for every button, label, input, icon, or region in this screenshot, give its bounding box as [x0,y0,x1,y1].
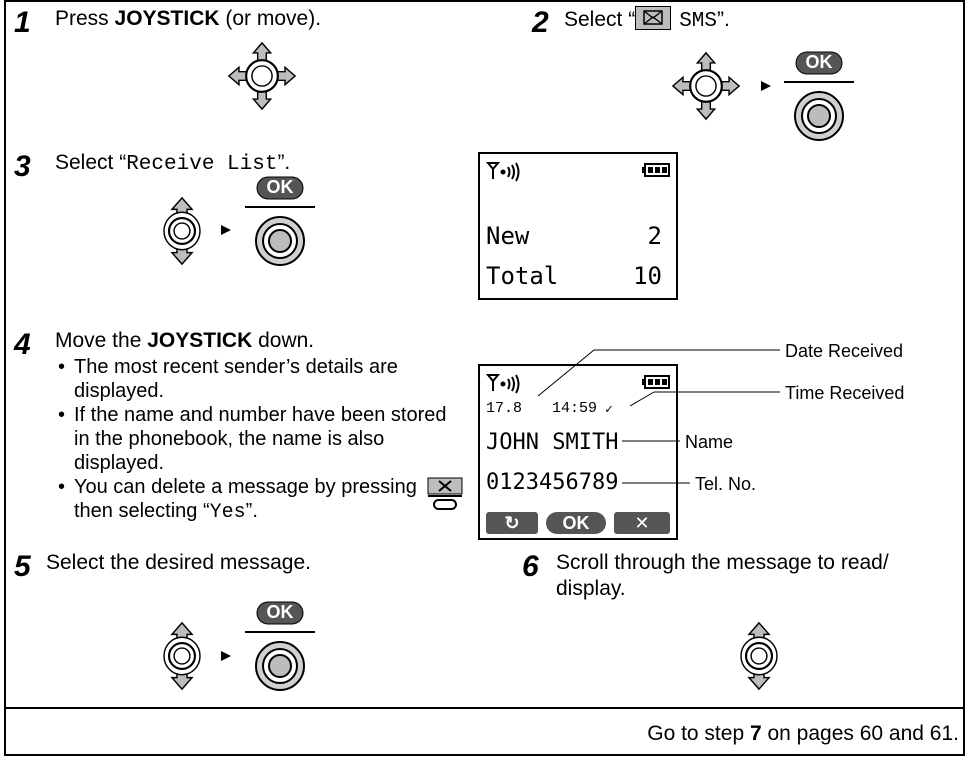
footer-divider [4,707,965,709]
date-received: 17.8 [486,400,523,417]
softkey-back[interactable]: ↻ [486,512,538,534]
bullet-item: The most recent sender’s details are dis… [56,355,466,403]
step-2-number: 2 [532,6,549,39]
arrow-right-icon [220,650,232,662]
callout-time-received: Time Received [785,383,905,403]
signal-icon [486,162,520,182]
joystick-updown-icon [159,620,205,692]
callout-date-received: Date Received [785,341,904,361]
step-6-number: 6 [522,550,539,583]
step-6-text: Scroll through the message to read/ disp… [556,551,889,600]
step-5-text: Select the desired message. [46,551,311,574]
step-4-number: 4 [14,328,31,361]
read-check-icon: ✓ [605,402,613,417]
callout-tel: Tel. No. [695,474,757,494]
ok-label: OK [805,52,833,72]
sender-tel: 0123456789 [486,470,619,495]
step-3-text: Select “Receive List”. [55,151,291,176]
battery-icon [642,375,670,389]
step-4-text: Move the JOYSTICK down. [55,329,315,352]
sender-name: JOHN SMITH [486,430,619,455]
bullet-item: You can delete a message by pressing the… [56,475,466,525]
joystick-updown-icon [736,620,782,692]
footer-note: Go to step 7 on pages 60 and 61. [647,722,959,745]
new-label: New [486,222,530,250]
total-count: 10 [633,262,662,290]
ok-label: OK [266,177,294,197]
new-count: 2 [647,222,662,250]
phone-screen-message-details: 17.8 14:59 ✓ JOHN SMITH 0123456789 ↻ OK … [478,364,678,540]
bullet-item: If the name and number have been stored … [56,403,466,475]
step-4-bullets: The most recent sender’s details are dis… [56,355,466,525]
sms-envelope-icon [635,6,672,30]
ok-label: OK [266,602,294,622]
total-label: Total [486,262,559,290]
step-1-text: Press JOYSTICK (or move). [55,7,322,30]
time-received: 14:59 [552,400,598,417]
step-5-number: 5 [14,550,31,583]
delete-key-icon [426,476,464,510]
signal-icon [486,374,520,394]
step-3-number: 3 [14,150,31,183]
softkey-delete[interactable]: ✕ [614,512,670,534]
step-1-number: 1 [14,6,31,39]
softkey-ok[interactable]: OK [546,512,606,534]
phone-screen-receive-list: New 2 Total 10 [478,152,678,300]
step-2-text: Select “SMS”. [564,6,730,33]
page-frame [4,0,965,756]
callout-name: Name [685,432,734,452]
battery-icon [642,163,670,177]
